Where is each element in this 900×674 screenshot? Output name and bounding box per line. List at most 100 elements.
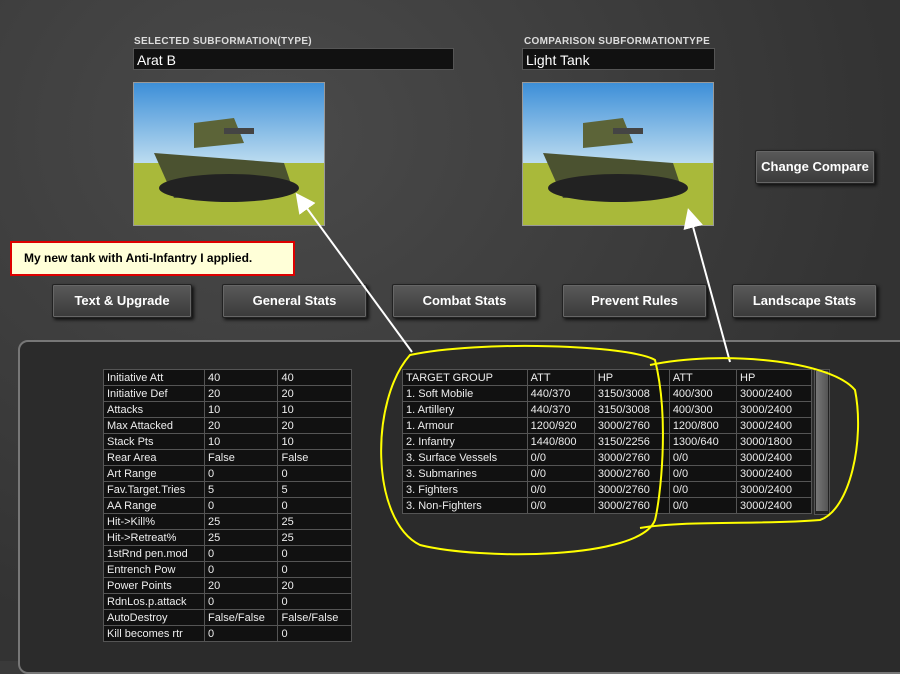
table-cell: 25 [203, 529, 279, 546]
table-cell: 2. Infantry [402, 433, 528, 450]
table-cell: 20 [203, 385, 279, 402]
table-cell: 40 [203, 369, 279, 386]
table-cell: 25 [277, 529, 352, 546]
table-cell: False/False [203, 609, 279, 626]
table-cell: 25 [203, 513, 279, 530]
table-cell: 3150/3008 [593, 385, 670, 402]
table-cell: False [277, 449, 352, 466]
table-cell: 0 [277, 625, 352, 642]
table-cell: ATT [526, 369, 595, 386]
table-cell: 0/0 [526, 465, 595, 482]
table-cell: 3000/2400 [736, 401, 812, 418]
comparison-label: COMPARISON SUBFORMATIONTYPE [524, 36, 711, 47]
table-cell: HP [736, 369, 812, 386]
table-cell: Kill becomes rtr [103, 625, 205, 642]
table-cell: 3000/2760 [593, 497, 670, 514]
table-cell: Hit->Kill% [103, 513, 205, 530]
table-cell: 3000/2400 [736, 449, 812, 466]
table-cell: 3000/2760 [593, 481, 670, 498]
table-cell: Entrench Pow [103, 561, 205, 578]
table-cell: HP [593, 369, 670, 386]
selected-subformation-field[interactable]: Arat B [133, 48, 454, 70]
table-cell: False/False [277, 609, 352, 626]
table-cell: Power Points [103, 577, 205, 594]
table-cell: 3000/2400 [736, 385, 812, 402]
table-cell: 0 [203, 561, 279, 578]
tab-combat-stats[interactable]: Combat Stats [392, 284, 537, 318]
table-cell: Attacks [103, 401, 205, 418]
table-cell: Fav.Target.Tries [103, 481, 205, 498]
table-cell: Art Range [103, 465, 205, 482]
table-cell: 0 [203, 545, 279, 562]
table-cell: 3000/2760 [593, 449, 670, 466]
table-cell: 0 [203, 593, 279, 610]
table-cell: 3000/2400 [736, 465, 812, 482]
tab-prevent-rules[interactable]: Prevent Rules [562, 284, 707, 318]
tab-text-upgrade[interactable]: Text & Upgrade [52, 284, 192, 318]
table-cell: 20 [277, 385, 352, 402]
table-cell: 0 [277, 593, 352, 610]
table-cell: 3. Non-Fighters [402, 497, 528, 514]
table-cell: 3000/2400 [736, 417, 812, 434]
table-cell: 0 [203, 625, 279, 642]
table-cell: False [203, 449, 279, 466]
table-cell: ATT [668, 369, 738, 386]
table-cell: 40 [277, 369, 352, 386]
table-cell: 3. Fighters [402, 481, 528, 498]
table-cell: 0/0 [526, 497, 595, 514]
table-cell: 1440/800 [526, 433, 595, 450]
tab-landscape-stats[interactable]: Landscape Stats [732, 284, 877, 318]
tab-general-stats[interactable]: General Stats [222, 284, 367, 318]
table-cell: 3000/1800 [736, 433, 812, 450]
table-cell: 3000/2760 [593, 465, 670, 482]
change-compare-button[interactable]: Change Compare [755, 150, 875, 184]
table-cell: 3. Submarines [402, 465, 528, 482]
scrollbar[interactable] [814, 369, 830, 515]
table-cell: 1. Soft Mobile [402, 385, 528, 402]
table-cell: 20 [277, 577, 352, 594]
table-cell: 0 [203, 497, 279, 514]
table-cell: 1stRnd pen.mod [103, 545, 205, 562]
scrollbar-thumb[interactable] [816, 371, 828, 511]
table-cell: 1. Artillery [402, 401, 528, 418]
table-cell: Initiative Att [103, 369, 205, 386]
table-cell: 3000/2400 [736, 497, 812, 514]
table-cell: 3000/2400 [736, 481, 812, 498]
comparison-subformation-field[interactable]: Light Tank [522, 48, 715, 70]
table-cell: 20 [203, 417, 279, 434]
table-cell: 20 [203, 577, 279, 594]
table-cell: 0 [277, 545, 352, 562]
comparison-tank-image [522, 82, 714, 226]
table-cell: 0 [203, 465, 279, 482]
table-cell: AutoDestroy [103, 609, 205, 626]
table-cell: 10 [277, 401, 352, 418]
table-cell: 10 [277, 433, 352, 450]
selected-tank-image [133, 82, 325, 226]
table-cell: RdnLos.p.attack [103, 593, 205, 610]
table-cell: 0/0 [668, 481, 738, 498]
table-cell: 3. Surface Vessels [402, 449, 528, 466]
table-cell: 1300/640 [668, 433, 738, 450]
table-cell: 1200/800 [668, 417, 738, 434]
table-cell: 0 [277, 561, 352, 578]
table-cell: AA Range [103, 497, 205, 514]
table-cell: 0 [277, 465, 352, 482]
table-cell: Stack Pts [103, 433, 205, 450]
